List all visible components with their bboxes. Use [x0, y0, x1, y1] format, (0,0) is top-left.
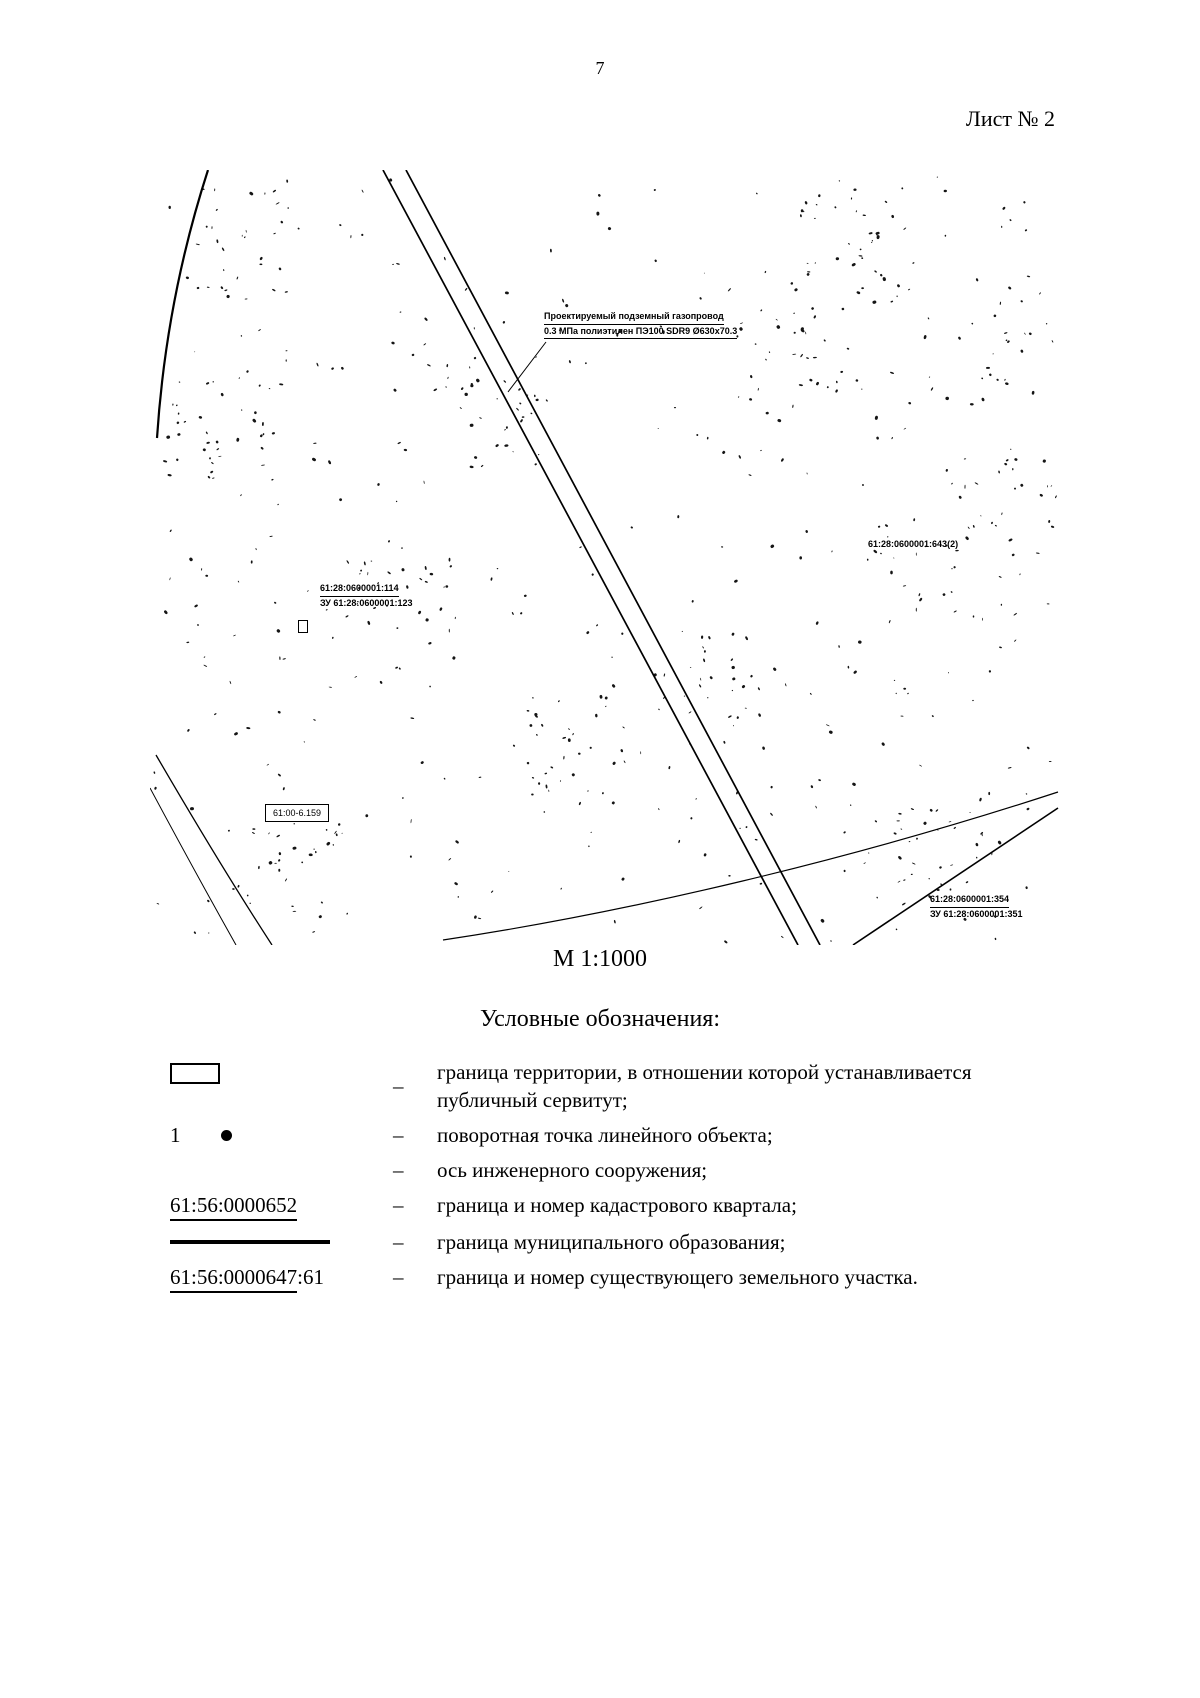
map-structure-square — [298, 620, 308, 633]
quarter-number: 61:56:0000652 — [170, 1191, 298, 1221]
legend-row-turn-point: 1 – поворотная точка линейного объекта; — [170, 1121, 1060, 1149]
parcel-label-group-114: 61:28:0600001:114 ЗУ 61:28:0600001:123 — [320, 582, 412, 609]
legend-symbol-cell: 61:56:0000652 — [170, 1191, 393, 1221]
map-canvas — [150, 170, 1059, 945]
legend-row-axis: – ось инженерного сооружения; — [170, 1156, 1060, 1184]
turn-point-dot-icon — [220, 1130, 232, 1141]
cadastral-map: Проектируемый подземный газопровод 0.3 М… — [150, 170, 1060, 945]
legend-label: граница муниципального образования; — [437, 1230, 786, 1254]
legend-label: граница территории, в отношении которой … — [437, 1060, 972, 1112]
legend: – граница территории, в отношении которо… — [170, 1058, 1060, 1300]
legend-symbol-cell: 1 — [170, 1121, 393, 1149]
pipeline-line-2 — [405, 170, 821, 945]
parcel-label-group-354: 61:28:0600001:354 ЗУ 61:28:0600001:351 — [930, 893, 1022, 920]
pipeline-label-leader — [507, 341, 547, 393]
legend-row-quarter: 61:56:0000652 – граница и номер кадастро… — [170, 1191, 1060, 1221]
map-scale: М 1:1000 — [552, 946, 647, 972]
boundary-arc-bottom-left-2 — [150, 787, 237, 945]
parcel-boundary-long — [442, 791, 1059, 941]
legend-label: поворотная точка линейного объекта; — [437, 1123, 773, 1147]
legend-row-municipal: – граница муниципального образования; — [170, 1228, 1060, 1256]
legend-dash: – — [393, 1193, 404, 1217]
legend-row-parcel: 61:56:0000647:61 – граница и номер сущес… — [170, 1263, 1060, 1293]
legend-dash: – — [393, 1074, 404, 1098]
legend-symbol-cell — [170, 1058, 393, 1084]
legend-row-territory: – граница территории, в отношении которо… — [170, 1058, 1060, 1114]
parcel-number-suffix: :61 — [297, 1265, 325, 1289]
legend-symbol-cell: 61:56:0000647:61 — [170, 1263, 393, 1293]
legend-dash: – — [393, 1230, 404, 1254]
parcel-number: 61:56:0000647 — [170, 1263, 298, 1293]
turn-point-number: 1 — [170, 1123, 181, 1147]
legend-label: граница и номер существующего земельного… — [437, 1265, 918, 1289]
parcel-label-643: 61:28:0600001:643(2) — [868, 539, 959, 549]
parcel-label-123: ЗУ 61:28:0600001:123 — [320, 597, 413, 608]
page-number: 7 — [595, 58, 605, 78]
legend-dash: – — [393, 1265, 404, 1289]
legend-symbol-cell — [170, 1228, 393, 1244]
legend-dash: – — [393, 1158, 404, 1182]
parcel-label-114: 61:28:0600001:114 — [320, 582, 399, 597]
parcel-boundary-short — [852, 807, 1059, 945]
legend-dash: – — [393, 1123, 404, 1147]
municipal-boundary-arc-top — [155, 170, 210, 439]
legend-label: ось инженерного сооружения; — [437, 1158, 708, 1182]
pipeline-line-1 — [382, 170, 799, 945]
territory-rect-symbol — [170, 1063, 220, 1084]
pipeline-label-line1: Проектируемый подземный газопровод — [544, 310, 724, 325]
sheet-label: Лист № 2 — [965, 106, 1055, 131]
parcel-label-351: ЗУ 61:28:0600001:351 — [930, 908, 1023, 919]
boundary-arc-bottom-left-1 — [155, 754, 273, 945]
parcel-label-354: 61:28:0600001:354 — [930, 893, 1010, 908]
municipal-line-symbol — [170, 1240, 330, 1244]
pipeline-label-line2: 0.3 МПа полиэтилен ПЭ100 SDR9 Ø630x70.3 — [544, 325, 738, 340]
boundary-ref-box: 61:00-6.159 — [265, 804, 330, 822]
pipeline-label: Проектируемый подземный газопровод 0.3 М… — [544, 310, 738, 340]
map-noise-layer — [153, 176, 1057, 944]
legend-title: Условные обозначения: — [479, 1006, 721, 1032]
legend-label: граница и номер кадастрового квартала; — [437, 1193, 797, 1217]
